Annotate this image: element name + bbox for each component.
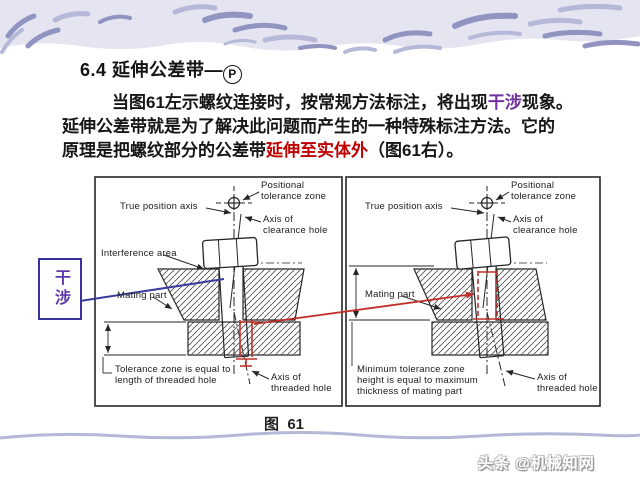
label-interference-area: Interference area: [101, 248, 177, 259]
interference-term: 干涉: [487, 93, 522, 112]
position-symbol-icon: [469, 186, 505, 210]
brush-strokes-icon: [0, 3, 640, 54]
label-true-position-axis-left: True position axis: [120, 201, 198, 212]
right-leaders: [401, 191, 536, 380]
extension-pointer-line: [253, 291, 475, 325]
figure-caption: 图 61: [264, 416, 305, 433]
tolerance-zone-right: [473, 271, 504, 320]
page-title: 6.4 延伸公差带—P: [80, 56, 243, 84]
label-axis-of-threaded-hole-left: Axis of threaded hole: [271, 372, 332, 394]
bottom-wave-line: [0, 431, 640, 440]
bolt: [201, 236, 259, 359]
label-positional-tolerance-zone-left: Positional tolerance zone: [261, 180, 327, 202]
label-tolerance-note-left: Tolerance zone is equal to length of thr…: [115, 364, 231, 386]
mating-plates: [157, 262, 305, 356]
interference-callout-box: 干涉: [38, 258, 82, 320]
position-symbol-icon: [216, 186, 252, 210]
left-leaders: [152, 191, 270, 380]
bolt: [454, 236, 512, 359]
tolerance-dimension: [102, 321, 186, 374]
paragraph-line-1: 当图61左示螺纹连接时，按常规方法标注，将出现干涉现象。: [112, 93, 573, 112]
page-title-text: 6.4 延伸公差带—: [80, 60, 224, 80]
label-axis-of-clearance-hole-left: Axis of clearance hole: [263, 214, 328, 236]
label-axis-of-clearance-hole-right: Axis of clearance hole: [513, 214, 578, 236]
tolerance-zone-left: [236, 320, 258, 367]
label-positional-tolerance-zone-right: Positional tolerance zone: [511, 180, 577, 202]
top-wave-band: [0, 0, 640, 54]
projected-tolerance-symbol: P: [223, 64, 243, 84]
interference-pointer-line: [79, 278, 225, 302]
watermark: 头条 @机械知网: [478, 455, 595, 472]
paragraph-line-3: 原理是把螺纹部分的公差带延伸至实体外（图61右）。: [62, 141, 464, 160]
min-height-dimension: [349, 265, 434, 366]
mating-plates: [413, 262, 549, 356]
label-minimum-tolerance-note-right: Minimum tolerance zone height is equal t…: [357, 364, 478, 397]
body-paragraph: 当图61左示螺纹连接时，按常规方法标注，将出现干涉现象。 延伸公差带就是为了解决…: [62, 91, 582, 163]
extended-term: 延伸至实体外: [266, 141, 368, 160]
paragraph-line-2: 延伸公差带就是为了解决此问题而产生的一种特殊标注方法。它的: [62, 117, 555, 136]
label-true-position-axis-right: True position axis: [365, 201, 443, 212]
label-mating-part-right: Mating part: [365, 289, 415, 300]
interference-callout-text: 干涉: [52, 269, 69, 309]
label-mating-part-left: Mating part: [117, 290, 167, 301]
label-axis-of-threaded-hole-right: Axis of threaded hole: [537, 372, 598, 394]
right-panel: [345, 176, 601, 407]
